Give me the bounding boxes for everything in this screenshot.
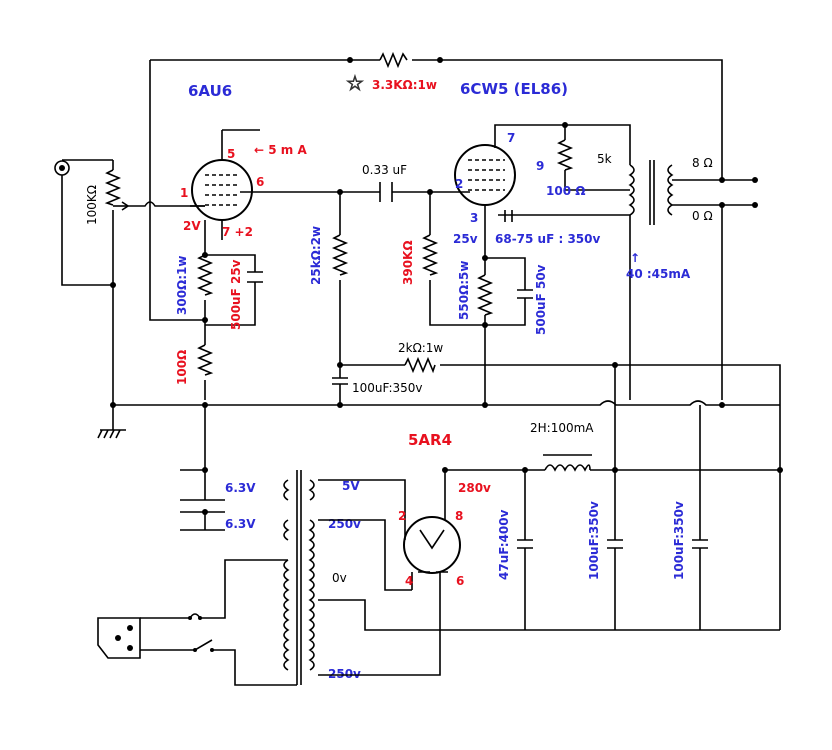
svg-text:8: 8 (455, 509, 463, 523)
coupling-capacitor (379, 182, 393, 202)
mains-inlet (97, 559, 297, 686)
feedback-resistor (379, 51, 408, 69)
cathode-bypass-cap (247, 271, 263, 283)
cathode-resistor-100 (196, 344, 214, 376)
rectifier-tube: 2 8 4 6 280v (398, 467, 780, 590)
output-cathode-network: 550Ω:5w 500uF 50v (457, 255, 548, 405)
svg-text:2: 2 (398, 509, 406, 523)
svg-text:47uF:400v: 47uF:400v (497, 509, 511, 580)
svg-text:280v: 280v (458, 481, 491, 495)
svg-text:5: 5 (227, 147, 235, 161)
svg-text:0.33 uF: 0.33 uF (362, 163, 407, 177)
output-tube: 7 9 2 3 25v 100 Ω 68-75 uF : 350v (453, 122, 630, 258)
input-cathode-network: 300Ω:1w 500uF 25v 100Ω (175, 220, 263, 400)
svg-text:100uF:350v: 100uF:350v (587, 501, 601, 580)
svg-text:1: 1 (180, 186, 188, 200)
volume-pot-label: 100KΩ (85, 185, 99, 225)
feedback-loop: ☆ 3.3KΩ:1w (149, 51, 723, 321)
svg-text:40 :45mA: 40 :45mA (626, 267, 691, 281)
ground-rail (110, 400, 780, 470)
cathode-resistor-300 (196, 254, 214, 296)
output-tube-name: 6CW5 (EL86) (460, 80, 568, 98)
svg-text:2kΩ:1w: 2kΩ:1w (398, 341, 443, 355)
cathode-cap-500 (517, 289, 533, 299)
svg-text:↑: ↑ (630, 251, 640, 265)
input-tube-name: 6AU6 (188, 82, 232, 100)
svg-text:6.3V: 6.3V (225, 481, 256, 495)
output-transformer: 5k 8 Ω 0 Ω ↑ 40 :45mA (565, 124, 758, 400)
input-section: 100KΩ (54, 159, 205, 439)
b-plus-rail: 2kΩ:1w 100uF:350v (332, 341, 781, 630)
svg-text:100 Ω: 100 Ω (546, 184, 585, 198)
svg-text:4: 4 (405, 574, 413, 588)
screen-cap (504, 210, 513, 222)
svg-text:25kΩ:2w: 25kΩ:2w (309, 226, 323, 285)
svg-text:550Ω:5w: 550Ω:5w (457, 261, 471, 320)
svg-text:2H:100mA: 2H:100mA (530, 421, 594, 435)
svg-text:8 Ω: 8 Ω (692, 156, 713, 170)
power-transformer: 6.3V 6.3V 5V 250v 0v 250v (180, 467, 780, 685)
svg-text:25v: 25v (453, 232, 478, 246)
svg-text:250v: 250v (328, 667, 361, 681)
svg-text:390KΩ: 390KΩ (401, 240, 415, 285)
ground-icon (97, 400, 126, 439)
svg-text:0 Ω: 0 Ω (692, 209, 713, 223)
svg-text:6.3V: 6.3V (225, 517, 256, 531)
rectifier-tube-name: 5AR4 (408, 431, 452, 449)
screen-resistor-100 (556, 139, 574, 171)
svg-text:100uF:350v: 100uF:350v (352, 381, 423, 395)
svg-text:6: 6 (256, 175, 264, 189)
grid-resistor-390k (421, 234, 439, 276)
svg-text:2: 2 (455, 177, 463, 191)
svg-text:500uF 50v: 500uF 50v (534, 264, 548, 335)
svg-text:0v: 0v (332, 571, 347, 585)
svg-text:6: 6 (456, 574, 464, 588)
svg-text:9: 9 (536, 159, 544, 173)
svg-text:5V: 5V (342, 479, 360, 493)
svg-text:250v: 250v (328, 517, 361, 531)
svg-text:2V: 2V (183, 219, 201, 233)
svg-text:68-75 uF : 350v: 68-75 uF : 350v (495, 232, 601, 246)
filter-section: 2H:100mA 47uF:400v 100uF:350v 100uF:350v (497, 365, 783, 630)
cathode-resistor-550 (476, 274, 494, 316)
svg-text:100Ω: 100Ω (175, 350, 189, 385)
svg-text:7 +2: 7 +2 (222, 225, 253, 239)
interstage: 25kΩ:2w 0.33 uF 390KΩ (309, 163, 485, 365)
star-icon: ☆ (346, 71, 364, 95)
svg-text:7: 7 (507, 131, 515, 145)
volume-pot (104, 169, 122, 206)
svg-text:3: 3 (470, 211, 478, 225)
current-5ma-label: ← 5 m A (254, 143, 307, 157)
svg-text:300Ω:1w: 300Ω:1w (175, 256, 189, 315)
iec-inlet-icon (97, 617, 141, 659)
svg-text:5k: 5k (597, 152, 612, 166)
svg-text:500uF 25v: 500uF 25v (229, 259, 243, 330)
svg-text:100uF:350v: 100uF:350v (672, 501, 686, 580)
input-tube: 5 ← 5 m A 1 6 2V 7 +2 (180, 129, 340, 240)
fb-resistor-label: 3.3KΩ:1w (372, 78, 437, 92)
